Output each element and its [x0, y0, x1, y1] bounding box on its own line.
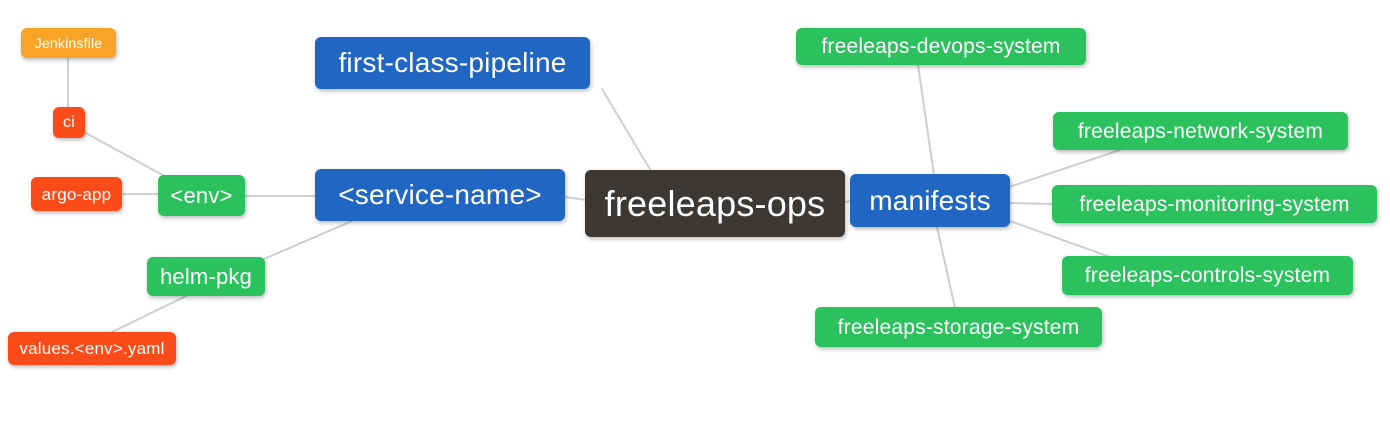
edge-ci-to-env — [83, 131, 169, 179]
edge-helm-pkg-to-values-env-yaml — [111, 295, 187, 333]
edge-manifests-to-freeleaps-storage-system — [936, 226, 956, 309]
edge-service-name-to-freeleaps-ops — [564, 196, 587, 201]
edge-manifests-to-freeleaps-devops-system — [917, 64, 935, 176]
edge-first-class-pipeline-to-freeleaps-ops — [601, 88, 652, 172]
node-freeleaps-monitoring-system[interactable]: freeleaps-monitoring-system — [1052, 185, 1377, 223]
node-freeleaps-devops-system[interactable]: freeleaps-devops-system — [796, 28, 1086, 65]
node-freeleaps-ops[interactable]: freeleaps-ops — [585, 170, 845, 237]
node-freeleaps-storage-system[interactable]: freeleaps-storage-system — [815, 307, 1102, 347]
node-env[interactable]: <env> — [158, 175, 245, 216]
node-first-class-pipeline[interactable]: first-class-pipeline — [315, 37, 590, 89]
edge-service-name-to-helm-pkg — [263, 220, 353, 260]
node-freeleaps-network-system[interactable]: freeleaps-network-system — [1053, 112, 1348, 150]
edge-manifests-to-freeleaps-controls-system — [1009, 220, 1111, 258]
node-jenkinsfile[interactable]: Jenkinsfile — [21, 28, 116, 58]
node-ci[interactable]: ci — [53, 107, 85, 138]
node-values-env-yaml[interactable]: values.<env>.yaml — [8, 332, 176, 365]
node-argo-app[interactable]: argo-app — [31, 177, 122, 211]
edge-manifests-to-freeleaps-monitoring-system — [1009, 202, 1054, 205]
node-helm-pkg[interactable]: helm-pkg — [147, 257, 265, 296]
node-service-name[interactable]: <service-name> — [315, 169, 565, 221]
edge-manifests-to-freeleaps-network-system — [1008, 149, 1121, 188]
node-freeleaps-controls-system[interactable]: freeleaps-controls-system — [1062, 256, 1353, 295]
node-manifests[interactable]: manifests — [850, 174, 1010, 227]
